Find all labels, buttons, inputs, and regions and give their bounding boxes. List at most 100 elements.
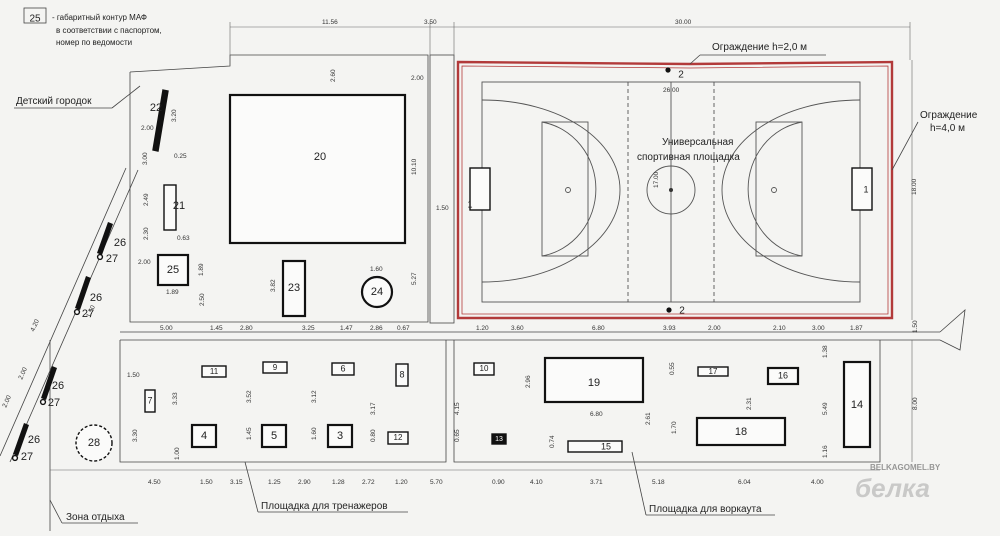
dim-label: 1.28 <box>332 479 345 486</box>
object-28 <box>75 424 113 462</box>
watermark-brand: белка <box>855 473 930 503</box>
bench-26-2 <box>75 276 91 310</box>
dim-label: 1.16 <box>822 445 829 458</box>
diagonal-edge-2 <box>0 167 127 457</box>
dim-label: 1.20 <box>395 479 408 486</box>
object-9 <box>262 361 288 374</box>
object-25-label: 25 <box>167 264 179 276</box>
rest-zone-label: Зона отдыха <box>66 512 125 523</box>
dim-label: 1.25 <box>268 479 281 486</box>
dim-label: 2.72 <box>362 479 375 486</box>
dim-label: 6.80 <box>592 325 605 332</box>
object-24 <box>360 275 394 309</box>
kids-town-label: Детский городок <box>16 96 92 107</box>
object-27-3: 27 <box>48 397 60 409</box>
post-marker <box>665 67 671 73</box>
dim-label: 6.80 <box>590 411 603 418</box>
dim-label: 1.20 <box>476 325 489 332</box>
object-26-4: 26 <box>28 434 40 446</box>
right-goal <box>851 167 873 211</box>
dim-label: 3.52 <box>246 390 253 403</box>
object-28-label: 28 <box>88 437 100 449</box>
dim-label: 4.20 <box>29 318 41 333</box>
dim-label: 1.70 <box>671 421 678 434</box>
dim-label: 1.45 <box>210 325 223 332</box>
trainers-objects: 7 11 9 6 8 4 5 3 12 1.50 3.33 3.30 1.00 … <box>127 361 461 460</box>
object-14 <box>842 360 872 449</box>
walkway-end <box>939 309 966 351</box>
object-13-label: 13 <box>495 436 503 443</box>
object-19-label: 19 <box>588 377 600 389</box>
object-3-label: 3 <box>337 430 343 442</box>
dim-label: 2.00 <box>708 325 721 332</box>
sports-court: 17.00 1 1 2 2 Универсальная спортивная п… <box>456 60 894 320</box>
fence-labels: Ограждение h=2,0 м Ограждение h=4,0 м <box>689 42 978 171</box>
object-9-label: 9 <box>273 363 278 372</box>
object-20 <box>228 93 407 245</box>
dim-label: 2.80 <box>240 325 253 332</box>
object-1-right: 1 <box>863 184 868 194</box>
right-three-point <box>721 99 861 283</box>
dim-label: 30.00 <box>675 19 692 26</box>
object-21 <box>163 184 177 231</box>
dim-label: 2.90 <box>298 479 311 486</box>
object-16 <box>766 366 800 386</box>
dim-label: 3.93 <box>663 325 676 332</box>
object-7 <box>144 389 156 413</box>
object-8-label: 8 <box>399 369 404 379</box>
dim-label: 4.15 <box>454 402 461 415</box>
object-15-label: 15 <box>601 441 611 451</box>
dim-label: 10.10 <box>411 158 418 175</box>
dim-label: 8.00 <box>912 397 919 410</box>
leader-line <box>244 461 259 513</box>
dim-label: 1.45 <box>246 427 253 440</box>
fence-2m-label: Ограждение h=2,0 м <box>712 42 807 53</box>
leader-line <box>111 85 141 109</box>
dim-label: 0.74 <box>549 435 556 448</box>
bench-26-1 <box>97 222 113 255</box>
left-three-point <box>481 99 621 283</box>
object-3 <box>326 423 354 449</box>
dim-label: 3.00 <box>812 325 825 332</box>
dim-label: 2.00 <box>411 75 424 82</box>
bin-27-4 <box>11 454 19 462</box>
trainers-boundary <box>119 340 447 463</box>
workout-objects: 10 13 19 15 17 16 18 14 2.96 6.80 2.61 0… <box>473 340 919 462</box>
object-18-label: 18 <box>735 426 747 438</box>
dim-label: 3.50 <box>424 19 437 26</box>
object-2-bottom: 2 <box>679 306 685 317</box>
object-26-2: 26 <box>90 292 102 304</box>
dim-label: 2.00 <box>141 125 154 132</box>
dim-label: 5.27 <box>411 272 418 285</box>
object-27-1: 27 <box>106 253 118 265</box>
right-arc <box>747 121 803 257</box>
dim-label: 18.00 <box>911 178 918 195</box>
object-15 <box>567 440 623 453</box>
dim-label: 2.30 <box>143 227 150 240</box>
dim-label: 2.86 <box>370 325 383 332</box>
dim-label: 1.00 <box>174 447 181 460</box>
object-17-label: 17 <box>709 367 718 376</box>
object-25 <box>156 253 190 287</box>
object-22-label: 22 <box>150 102 162 114</box>
legend-text-1: - габаритный контур МАФ <box>52 13 147 22</box>
object-11 <box>201 365 227 378</box>
dim-label: 3.71 <box>590 479 603 486</box>
dim-label: 1.60 <box>311 427 318 440</box>
site-boundaries <box>0 54 966 531</box>
center-circle <box>646 165 696 215</box>
leader-line <box>49 499 63 524</box>
dim-label: 3.12 <box>311 390 318 403</box>
object-11-label: 11 <box>210 367 219 376</box>
leader-line <box>891 121 919 171</box>
object-13 <box>491 433 507 445</box>
dim-label: 1.50 <box>436 205 449 212</box>
dim-label: 3.20 <box>171 109 178 122</box>
dim-label: 0.25 <box>174 153 187 160</box>
legend-text-3: номер по ведомости <box>56 38 132 47</box>
object-20-label: 20 <box>314 151 326 163</box>
dim-label: 2.00 <box>17 366 29 381</box>
trainers-area-label: Площадка для тренажеров <box>261 501 388 512</box>
